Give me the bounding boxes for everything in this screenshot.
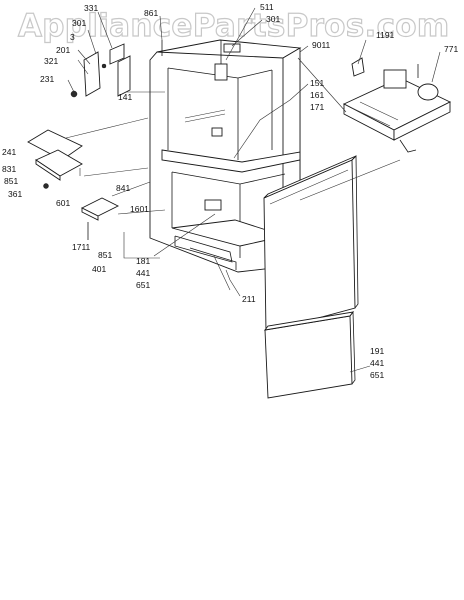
- watermark-text: AppliancePartsPros.com: [18, 8, 450, 44]
- label-841: 841: [116, 183, 130, 193]
- cover-plate: [351, 57, 365, 77]
- label-151: 151: [310, 78, 324, 88]
- tubing: [399, 139, 417, 153]
- left-brackets: [27, 129, 120, 240]
- leader-771: [431, 51, 441, 83]
- bracket-601-front: [81, 207, 99, 221]
- leader-241: [65, 117, 149, 139]
- label-301a: 301: [72, 18, 86, 28]
- label-231: 231: [40, 74, 54, 84]
- door-side-edge: [351, 155, 359, 309]
- top-hinge: [223, 43, 241, 53]
- label-9011: 9011: [312, 40, 331, 50]
- drawer-side-edge: [349, 310, 356, 385]
- leader-1601: [117, 209, 166, 215]
- mullion: [161, 149, 301, 173]
- label-441b: 441: [370, 358, 384, 368]
- leader-861: [159, 15, 163, 41]
- label-331: 331: [84, 3, 98, 13]
- leader-9011: [299, 45, 309, 53]
- leader-231: [67, 79, 75, 93]
- leader-511: [225, 7, 256, 61]
- hinge-assembly: [70, 43, 131, 98]
- hinge-bar: [117, 55, 131, 97]
- label-771: 771: [444, 44, 458, 54]
- hinge-bracket: [83, 51, 101, 97]
- fresh-food-door: [263, 155, 359, 333]
- hinge-screw: [101, 63, 107, 69]
- base-line: [359, 101, 399, 121]
- leader-151: [233, 83, 309, 159]
- control-housing: [214, 63, 228, 81]
- leader-321: [77, 59, 89, 75]
- drain-fitting: [204, 199, 222, 211]
- label-161: 161: [310, 90, 324, 100]
- label-861: 861: [144, 8, 158, 18]
- label-851b: 851: [98, 250, 112, 260]
- label-201: 201: [56, 45, 70, 55]
- label-851a: 851: [4, 176, 18, 186]
- label-361: 361: [8, 189, 22, 199]
- label-831: 831: [2, 164, 16, 174]
- label-511: 511: [260, 2, 274, 12]
- shelf-line: [184, 109, 226, 119]
- label-171: 171: [310, 102, 324, 112]
- label-191: 191: [370, 346, 384, 356]
- leader-331: [97, 11, 113, 49]
- bottom-rail-front: [189, 247, 237, 270]
- label-1601: 1601: [130, 204, 149, 214]
- light-housing: [211, 127, 223, 137]
- condenser-fan: [383, 69, 407, 89]
- leader-201: [77, 49, 91, 65]
- label-1711: 1711: [72, 242, 91, 252]
- label-301b: 301: [266, 14, 280, 24]
- bottom-rail: [174, 235, 233, 263]
- leader-lines: [65, 7, 441, 373]
- leader-door-tubing: [299, 159, 401, 201]
- label-3: 3: [70, 32, 75, 42]
- base-line: [351, 107, 391, 127]
- leader-machine: [297, 57, 347, 113]
- label-401: 401: [92, 264, 106, 274]
- label-241: 241: [2, 147, 16, 157]
- machine-compartment: [342, 57, 452, 153]
- leader-401: [123, 232, 160, 259]
- leader-301a: [87, 29, 97, 55]
- leader-181: [153, 213, 216, 257]
- label-1191: 1191: [376, 30, 395, 40]
- leader-211b: [213, 255, 231, 291]
- hinge-plate: [109, 43, 125, 65]
- leader-to-cabinet: [83, 167, 149, 177]
- label-181: 181: [136, 256, 150, 266]
- label-601: 601: [56, 198, 70, 208]
- screw-361: [43, 183, 49, 189]
- part-labels: 331 301 3 201 321 231 861 511 301 9011 1…: [2, 2, 458, 380]
- label-321: 321: [44, 56, 58, 66]
- label-441a: 441: [136, 268, 150, 278]
- label-651b: 651: [370, 370, 384, 380]
- leader-191: [349, 365, 371, 373]
- leader-841: [111, 181, 151, 197]
- leader-1191: [357, 39, 367, 65]
- label-651a: 651: [136, 280, 150, 290]
- compressor: [417, 83, 439, 101]
- freezer-drawer: [263, 310, 356, 399]
- label-141: 141: [118, 92, 132, 102]
- hinge-screw: [70, 90, 78, 98]
- door-inner-line: [269, 169, 349, 205]
- bracket-831-front: [35, 159, 61, 181]
- leader-301b: [231, 19, 263, 47]
- label-211: 211: [242, 294, 256, 304]
- machine-base-side: [393, 101, 451, 141]
- bracket-831: [35, 149, 83, 177]
- shelf-line: [184, 113, 226, 123]
- leader-211: [225, 269, 241, 297]
